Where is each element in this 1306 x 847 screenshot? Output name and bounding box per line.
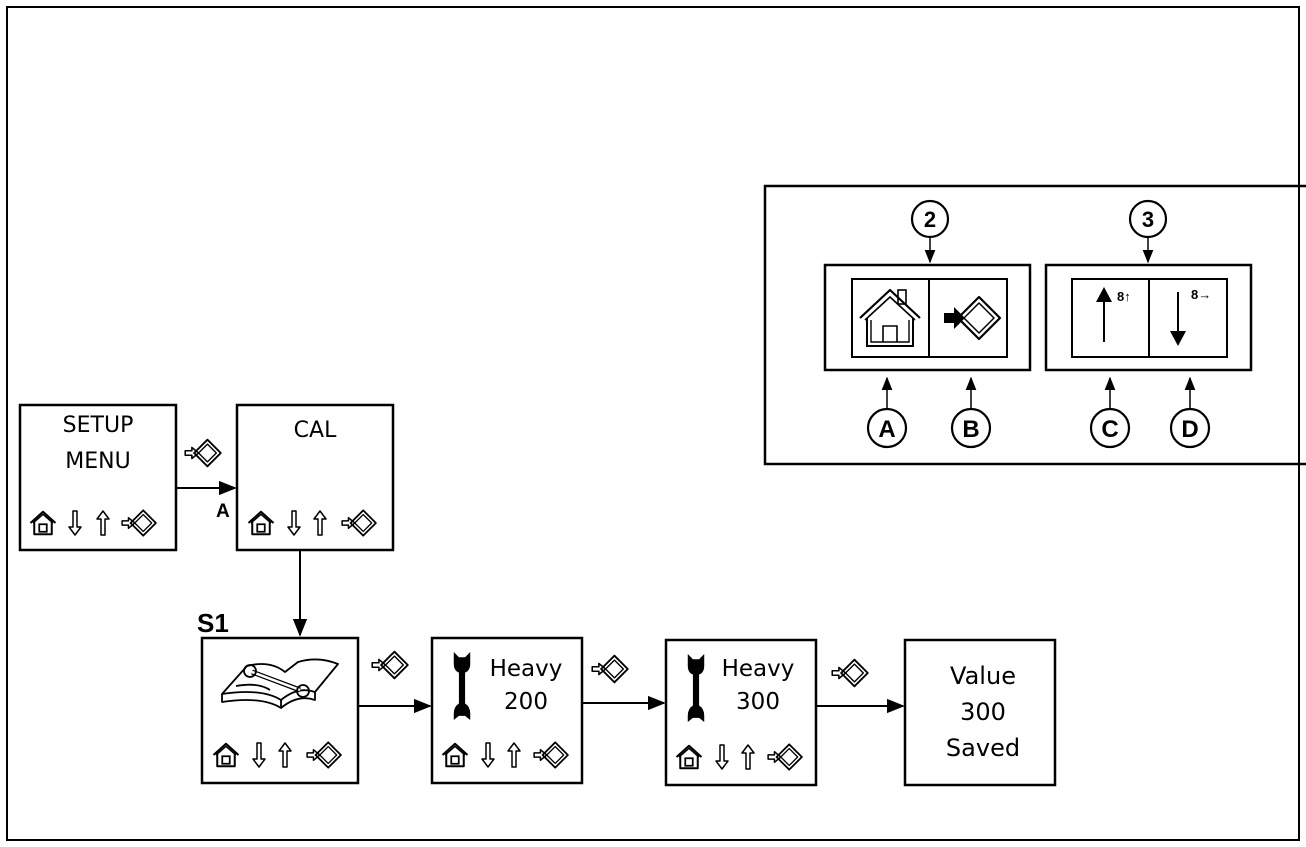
- nav-icons-heavy200: [441, 741, 569, 769]
- enter-icon: [184, 438, 222, 468]
- cal-screen: [235, 403, 395, 552]
- s1-screen: [200, 636, 360, 785]
- up-key-arrow: [1096, 287, 1112, 342]
- down-key-sup: 8→: [1191, 287, 1211, 302]
- value-saved-line2: 300: [960, 698, 1006, 726]
- heavy-200-line1: Heavy: [490, 656, 563, 682]
- enter-key-icon: [944, 295, 1002, 341]
- key-group-home-enter: [823, 263, 1032, 372]
- home-key-icon: [859, 288, 921, 347]
- enter-icon: [591, 654, 629, 684]
- nav-icons-setup: [29, 509, 157, 537]
- heavy-200-screen: [430, 636, 584, 785]
- value-saved-line1: Value: [950, 662, 1016, 690]
- up-key-sup: 8↑: [1117, 289, 1131, 304]
- setup-menu-line2: MENU: [65, 449, 130, 474]
- heavy-300-screen: [664, 638, 818, 787]
- heavy-200-line2: 200: [504, 689, 548, 715]
- wrench-icon: [687, 654, 705, 722]
- nav-icons-heavy300: [675, 743, 803, 771]
- letter-d: D: [1181, 416, 1198, 443]
- nav-icons-cal: [247, 509, 377, 537]
- callout-3-label: 3: [1142, 207, 1154, 232]
- step-label-s1: S1: [197, 608, 229, 638]
- setup-menu-screen: [18, 403, 178, 552]
- callout-2-label: 2: [924, 207, 936, 232]
- value-saved-screen: [903, 638, 1057, 787]
- setup-menu-line1: SETUP: [63, 413, 134, 438]
- wrench-icon: [453, 652, 471, 720]
- heavy-300-line1: Heavy: [722, 656, 795, 682]
- heavy-300-line2: 300: [736, 689, 780, 715]
- arrow-label-a: A: [216, 501, 230, 522]
- value-saved-line3: Saved: [946, 734, 1020, 762]
- letter-a: A: [878, 416, 895, 443]
- manual-book-icon: [221, 658, 339, 709]
- cal-title: CAL: [294, 418, 337, 443]
- nav-icons-s1: [212, 741, 342, 769]
- letter-c: C: [1101, 416, 1118, 443]
- legend-panel: [763, 184, 1306, 466]
- enter-icon: [831, 658, 869, 688]
- down-key-arrow: [1170, 292, 1186, 346]
- key-group-up-down: [1044, 263, 1253, 372]
- enter-icon: [371, 650, 409, 680]
- letter-b: B: [962, 416, 979, 443]
